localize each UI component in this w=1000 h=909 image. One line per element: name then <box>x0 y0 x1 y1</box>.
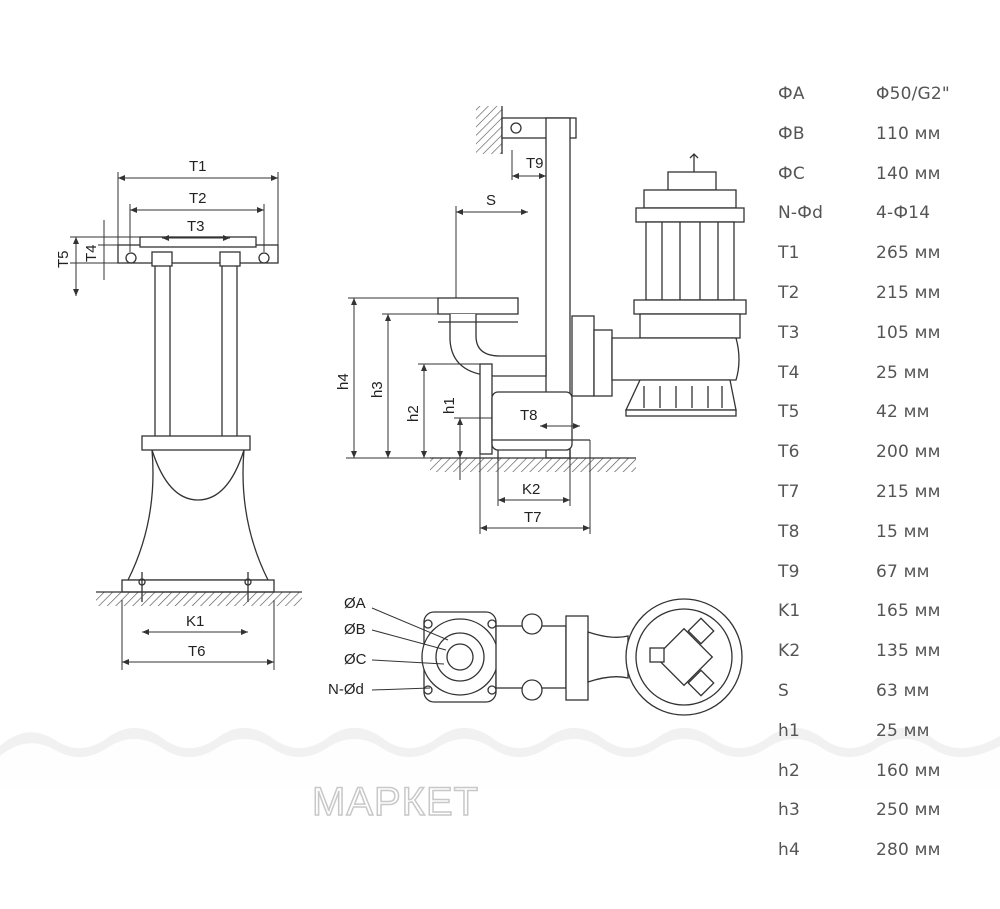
spec-value: 280 мм <box>876 840 941 861</box>
dim-label-nod: N-Ød <box>328 681 364 698</box>
spec-key: T2 <box>778 282 800 303</box>
plan-view <box>421 598 743 716</box>
spec-key: h1 <box>778 720 800 741</box>
wall-hatch <box>476 106 502 154</box>
spec-value: 265 мм <box>876 243 941 264</box>
spec-row: ФB 110 мм <box>778 124 988 164</box>
spec-value: 110 мм <box>876 123 941 144</box>
front-view <box>117 236 279 602</box>
dim-label-t6: T6 <box>188 643 206 660</box>
dim-label-t5: T5 <box>55 250 72 268</box>
spec-key: K1 <box>778 601 801 622</box>
spec-value: 25 мм <box>876 720 930 741</box>
dim-label-t8: T8 <box>520 407 538 424</box>
spec-value: 105 мм <box>876 322 941 343</box>
dim-label-t7: T7 <box>524 509 542 526</box>
dim-label-k1: K1 <box>186 613 204 630</box>
dim-label-ob: ØB <box>344 621 366 638</box>
dim-label-oc: ØC <box>344 651 367 668</box>
dim-label-t9: T9 <box>526 155 544 172</box>
spec-value: 165 мм <box>876 601 941 622</box>
spec-value: 215 мм <box>876 481 941 502</box>
spec-row: h4 280 мм <box>778 840 988 880</box>
spec-value: Φ50/G2" <box>876 84 950 104</box>
wave-overlay <box>0 727 1000 790</box>
spec-key: S <box>778 680 789 701</box>
spec-key: h4 <box>778 840 800 861</box>
spec-row: T5 42 мм <box>778 402 988 442</box>
spec-key: h2 <box>778 760 800 781</box>
spec-value: 200 мм <box>876 442 941 463</box>
dim-label-h2: h2 <box>405 405 422 422</box>
spec-row: T4 25 мм <box>778 363 988 403</box>
dim-label-k2: K2 <box>522 481 540 498</box>
side-view <box>437 106 613 460</box>
spec-key: T9 <box>778 561 800 582</box>
spec-row: T6 200 мм <box>778 442 988 482</box>
spec-value: 215 мм <box>876 282 941 303</box>
spec-key: K2 <box>778 641 801 662</box>
spec-value: 4-Ф14 <box>876 203 931 224</box>
dim-label-t3: T3 <box>187 218 205 235</box>
dim-label-h3: h3 <box>369 381 386 398</box>
dim-label-t1: T1 <box>189 158 207 175</box>
spec-key: ФC <box>778 163 805 184</box>
spec-value: 140 мм <box>876 163 941 184</box>
spec-key: T3 <box>778 322 800 343</box>
spec-row: K2 135 мм <box>778 641 988 681</box>
spec-key: N-Фd <box>778 203 824 224</box>
spec-value: 63 мм <box>876 680 930 701</box>
spec-row: h2 160 мм <box>778 761 988 801</box>
spec-value: 250 мм <box>876 800 941 821</box>
spec-key: T5 <box>778 402 800 423</box>
dim-label-t2: T2 <box>189 190 207 207</box>
ground-hatch-left <box>96 592 302 606</box>
spec-value: 135 мм <box>876 641 941 662</box>
ground-hatch-middle <box>430 458 636 472</box>
dim-label-t4: T4 <box>83 244 100 262</box>
dim-label-s: S <box>486 192 496 209</box>
spec-key: T8 <box>778 521 800 542</box>
spec-key: T4 <box>778 362 800 383</box>
spec-value: 67 мм <box>876 561 930 582</box>
spec-key: T7 <box>778 481 800 502</box>
spec-row: S 63 мм <box>778 681 988 721</box>
dim-label-h1: h1 <box>441 397 458 414</box>
dim-label-oa: ØA <box>344 595 366 612</box>
spec-row: T1 265 мм <box>778 243 988 283</box>
spec-key: h3 <box>778 800 800 821</box>
spec-row: N-Фd 4-Ф14 <box>778 203 988 243</box>
spec-row: T2 215 мм <box>778 283 988 323</box>
spec-row: T3 105 мм <box>778 323 988 363</box>
spec-row: T8 15 мм <box>778 522 988 562</box>
spec-row: ФA Φ50/G2" <box>778 84 988 124</box>
spec-value: 160 мм <box>876 760 941 781</box>
spec-row: K1 165 мм <box>778 601 988 641</box>
dim-label-h4: h4 <box>335 373 352 390</box>
spec-row: T7 215 мм <box>778 482 988 522</box>
spec-value: 42 мм <box>876 402 930 423</box>
spec-row: h3 250 мм <box>778 800 988 840</box>
spec-row: T9 67 мм <box>778 562 988 602</box>
spec-key: ФA <box>778 84 805 104</box>
spec-key: T6 <box>778 442 800 463</box>
spec-key: ФB <box>778 123 805 144</box>
spec-key: T1 <box>778 243 800 264</box>
pump-body <box>611 153 747 417</box>
spec-row: h1 25 мм <box>778 721 988 761</box>
watermark: МАРКЕТ <box>311 779 480 825</box>
spec-row: ФC 140 мм <box>778 164 988 204</box>
spec-value: 25 мм <box>876 362 930 383</box>
spec-value: 15 мм <box>876 521 930 542</box>
